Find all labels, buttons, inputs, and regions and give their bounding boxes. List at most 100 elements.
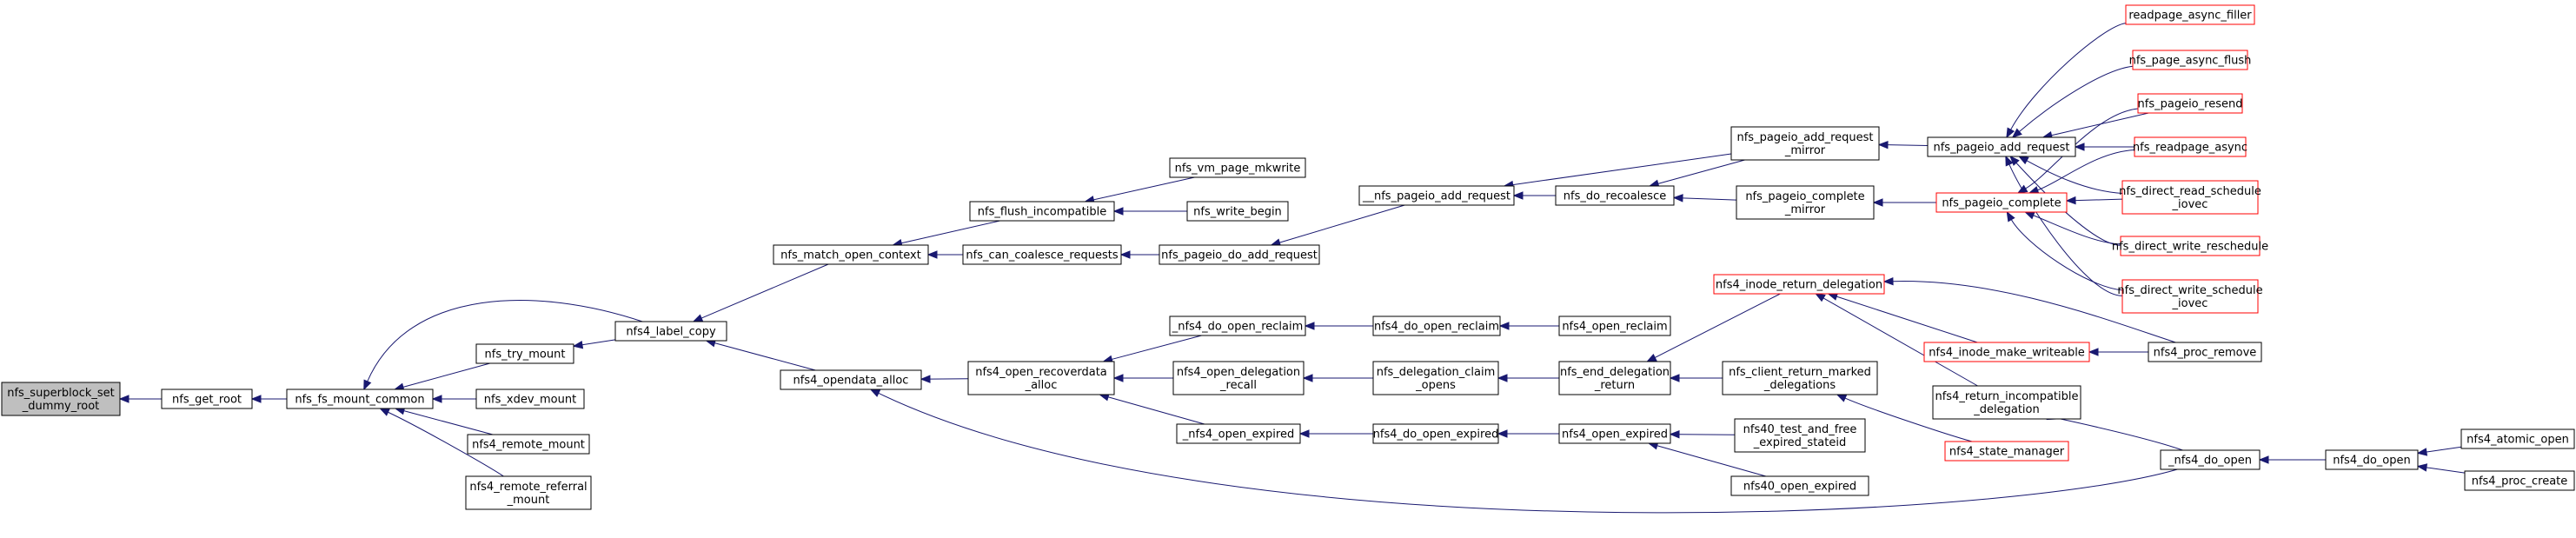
node-readpage-async-filler[interactable]: readpage_async_filler [2125, 4, 2255, 25]
node-label-line: nfs_end_delegation [1560, 366, 1670, 379]
node-flush-incompatible[interactable]: nfs_flush_incompatible [969, 201, 1115, 222]
node-pageio-resend[interactable]: nfs_pageio_resend [2137, 93, 2243, 114]
node-label-line: nfs_fs_mount_common [295, 394, 424, 407]
edge-line [1512, 153, 1732, 186]
node-open-reclaim[interactable]: nfs4_open_reclaim [1558, 315, 1671, 336]
node-do-open-expired[interactable]: nfs4_do_open_expired [1372, 423, 1499, 444]
edge-arrowhead [1672, 194, 1683, 203]
node-open-recoverdata[interactable]: nfs4_open_recoverdata_alloc [967, 361, 1115, 395]
node-box [2125, 4, 2255, 25]
node-write-begin[interactable]: nfs_write_begin [1186, 201, 1289, 222]
node-proc-remove[interactable]: nfs4_proc_remove [2148, 342, 2262, 362]
node-client-return-marked[interactable]: nfs_client_return_marked_delegations [1722, 361, 1878, 395]
node-delegation-claim[interactable]: nfs_delegation_claim_opens [1372, 361, 1499, 395]
node-box [1372, 315, 1501, 336]
node-label-line: _delegation [1973, 403, 2039, 416]
node-box [1176, 423, 1301, 444]
edge-delegation_claim-to-open_delegation_recall [1302, 374, 1373, 382]
node-box [1555, 185, 1675, 206]
node-open-expired[interactable]: nfs4_open_expired [1558, 423, 1671, 444]
node-nfs4-label-copy[interactable]: nfs4_label_copy [614, 321, 727, 342]
edge-arrowhead [118, 395, 129, 403]
node-do-recoalesce[interactable]: nfs_do_recoalesce [1555, 185, 1675, 206]
node-label-line: nfs_pageio_add_request [1933, 142, 2069, 155]
node---pageio-add[interactable]: __nfs_pageio_add_request [1358, 185, 1515, 206]
edge-arrowhead [2006, 210, 2015, 223]
node-atomic-open[interactable]: nfs4_atomic_open [2460, 428, 2575, 449]
edge-do_open_reclaim-to-_do_open_reclaim [1304, 322, 1373, 330]
node-direct-write-schedule[interactable]: nfs_direct_write_schedule_iovec [2117, 279, 2263, 314]
edge-proc_remove-to-inode_make_writeable [2088, 348, 2148, 356]
node-state-manager[interactable]: nfs4_state_manager [1944, 441, 2069, 462]
node-try-mount[interactable]: nfs_try_mount [475, 343, 574, 364]
node-nfs4-remote-mount[interactable]: nfs4_remote_mount [467, 434, 590, 455]
node--do-open[interactable]: _nfs4_do_open [2160, 449, 2261, 470]
edge-arrowhead [926, 250, 938, 259]
node-xdev-mount[interactable]: nfs_xdev_mount [475, 389, 585, 409]
node-box [475, 389, 585, 409]
edge-arrowhead [250, 395, 262, 403]
edge-line [2019, 65, 2134, 132]
node-direct-read-schedule[interactable]: nfs_direct_read_schedule_iovec [2119, 180, 2261, 215]
node-add-mirror[interactable]: nfs_pageio_add_request_mirror [1730, 126, 1880, 161]
node-label-line: nfs4_remote_referral [469, 481, 587, 494]
node-open-delegation-recall[interactable]: nfs4_open_delegation_recall [1172, 361, 1305, 395]
edge-do_open-to-_do_open [2258, 455, 2326, 464]
node-get-root[interactable]: nfs_get_root [161, 389, 253, 409]
node-box [2132, 50, 2248, 70]
node-nfs40-test[interactable]: nfs40_test_and_free_expired_stateid [1734, 418, 1866, 453]
node-readpage-async[interactable]: nfs_readpage_async [2133, 136, 2247, 157]
node-label-line: nfs4_open_recoverdata [975, 366, 1107, 379]
node-nfs40-open-expired[interactable]: nfs40_open_expired [1730, 475, 1869, 496]
edge-arrowhead [2074, 143, 2085, 151]
node-inode-return-delegation[interactable]: nfs4_inode_return_delegation [1713, 274, 1885, 295]
node-box [1558, 315, 1671, 336]
edge-_do_open-to-nfs4_opendata_alloc [869, 389, 2178, 514]
node-do-open-reclaim[interactable]: nfs4_do_open_reclaim [1372, 315, 1501, 336]
node-label-line: nfs_write_begin [1193, 206, 1282, 219]
node-nfs4-remote-referral[interactable]: nfs4_remote_referral_mount [465, 475, 592, 510]
node-fs-mount-common[interactable]: nfs_fs_mount_common [286, 389, 434, 409]
node-box [614, 321, 727, 342]
node-return-incompatible[interactable]: nfs4_return_incompatible_delegation [1932, 385, 2081, 420]
node-label-line: nfs4_proc_create [2472, 475, 2568, 488]
edge-line [2033, 215, 2121, 245]
edge-open_expired-to-do_open_expired [1497, 429, 1559, 438]
edge-line [2051, 112, 2149, 136]
edge-open_recoverdata-to-nfs4_opendata_alloc [920, 375, 969, 383]
node-pageio-do-add[interactable]: nfs_pageio_do_add_request [1159, 244, 1320, 265]
node-complete-mirror[interactable]: nfs_pageio_complete_mirror [1736, 185, 1875, 220]
edge-line [1892, 281, 2176, 343]
edge-line [1107, 396, 1205, 425]
node-box [2464, 470, 2575, 491]
edge-open_reclaim-to-do_open_reclaim [1498, 322, 1559, 330]
node-nfs4-opendata-alloc[interactable]: nfs4_opendata_alloc [780, 369, 922, 390]
edge-end_delegation-to-delegation_claim [1497, 374, 1559, 382]
node-can-coalesce[interactable]: nfs_can_coalesce_requests [962, 244, 1122, 265]
node-label-line: nfs_can_coalesce_requests [966, 249, 1118, 262]
node-vm-page-mkwrite[interactable]: nfs_vm_page_mkwrite [1169, 157, 1306, 178]
node-inode-make-writeable[interactable]: nfs4_inode_make_writeable [1923, 342, 2090, 362]
node-page-async-flush[interactable]: nfs_page_async_flush [2129, 50, 2252, 70]
node-box [1722, 361, 1878, 395]
node-pageio-add[interactable]: nfs_pageio_add_request [1927, 136, 2076, 157]
node-pageio-complete[interactable]: nfs_pageio_complete [1935, 192, 2068, 213]
edge-arrowhead [1877, 140, 1889, 149]
node-match-open-context[interactable]: nfs_match_open_context [773, 244, 929, 265]
node-label-line: readpage_async_filler [2128, 10, 2252, 23]
node-proc-create[interactable]: nfs4_proc_create [2464, 470, 2575, 491]
edge-arrowhead [2018, 156, 2029, 165]
node-do-open[interactable]: nfs4_do_open [2325, 449, 2419, 470]
node-root: nfs_superblock_set_dummy_root [1, 382, 121, 416]
node-box [1730, 126, 1880, 161]
edge-arrowhead [1497, 429, 1508, 438]
node-label-line: nfs4_atomic_open [2466, 434, 2569, 447]
node-box [1358, 185, 1515, 206]
edge-arrowhead [1497, 374, 1508, 382]
node--do-open-reclaim[interactable]: _nfs4_do_open_reclaim [1169, 315, 1306, 336]
node--open-expired[interactable]: _nfs4_open_expired [1176, 423, 1301, 444]
node-direct-write-reschedule[interactable]: nfs_direct_write_reschedule [2112, 236, 2268, 256]
node-end-delegation[interactable]: nfs_end_delegation_return [1558, 361, 1671, 395]
edge-line [1093, 176, 1195, 201]
edge-line [2008, 163, 2123, 296]
